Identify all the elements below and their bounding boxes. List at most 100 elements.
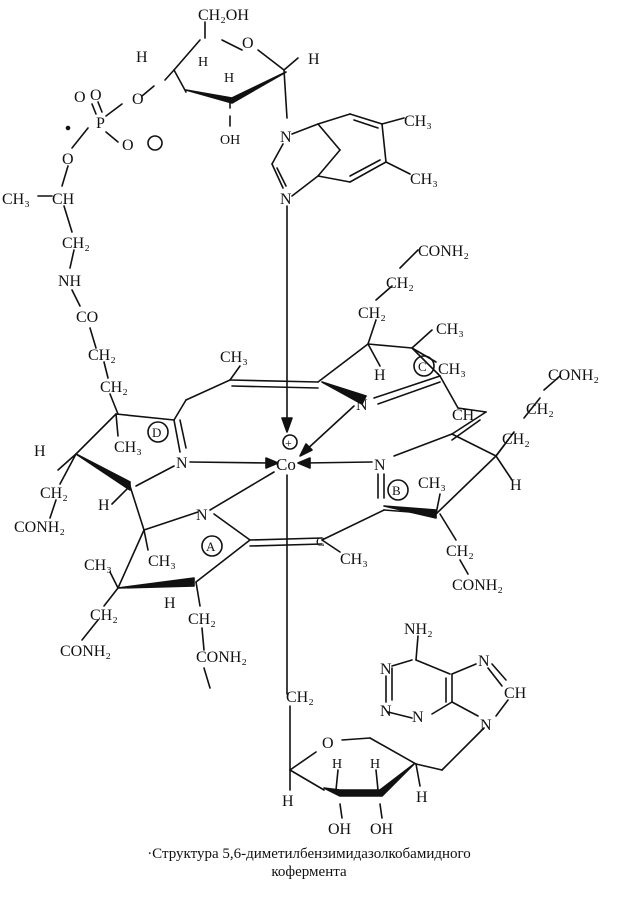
bond [91, 103, 97, 115]
caption-line-1: ·Структура 5,6-диметилбензимидазолкобами… [147, 846, 471, 862]
bond [303, 461, 373, 464]
bond [441, 727, 485, 771]
bond [495, 455, 513, 481]
label-ch3-cd: CH₃ [220, 349, 248, 366]
bond [487, 667, 503, 687]
bond [115, 413, 175, 421]
label-ch3-d: CH₃ [114, 439, 142, 456]
bond [71, 127, 89, 149]
bond [103, 587, 119, 607]
label-bzim-n1: N [280, 129, 292, 146]
label-cobalt-plus: + [285, 436, 292, 450]
label-ribose-o3: O [132, 91, 144, 108]
bond [411, 329, 433, 349]
label-ch2-b-top2: CH₂ [502, 431, 530, 448]
wedge [117, 577, 195, 589]
wedge [75, 453, 131, 491]
label-bzim-ch3-1: CH₃ [404, 113, 432, 130]
label-n-ad4: N [478, 653, 490, 670]
label-n-a: N [196, 507, 208, 524]
arrowhead [265, 457, 279, 469]
label-n-ad3: N [412, 709, 424, 726]
wedge [383, 505, 437, 519]
label-conh2-a1: CONH₂ [60, 643, 111, 660]
bond [367, 319, 377, 345]
label-nh-chain: NH [58, 273, 82, 290]
bond [317, 149, 341, 177]
bond [291, 175, 319, 197]
bond [283, 69, 288, 119]
bond [231, 385, 319, 389]
bond [109, 393, 119, 415]
label-ring-d: D [152, 425, 161, 440]
bond [381, 123, 387, 163]
label-ch2-c: CH₂ [386, 275, 414, 292]
bond [415, 659, 451, 675]
bond [495, 699, 509, 717]
bond [373, 375, 441, 399]
bond [381, 117, 405, 125]
bond [415, 635, 419, 661]
bond [375, 285, 393, 301]
bond [71, 289, 81, 307]
label-n-b: N [374, 457, 386, 474]
bond [59, 453, 77, 485]
label-ribose-h3: H [308, 51, 320, 68]
bond [303, 405, 355, 453]
ominus-circle [147, 135, 163, 151]
label-ch3-c2: CH₃ [438, 361, 466, 378]
bond [229, 365, 241, 381]
bond [289, 769, 325, 791]
bond [317, 113, 351, 125]
bond [491, 663, 507, 681]
wedge [323, 763, 415, 797]
label-ch2-d: CH₂ [40, 485, 68, 502]
bond [61, 165, 69, 187]
label-conh2-c: CONH₂ [418, 243, 469, 260]
bond [367, 343, 413, 349]
bond [451, 433, 497, 457]
bond [379, 803, 383, 819]
bond [377, 381, 441, 405]
label-ribose-h1: H [136, 49, 148, 66]
bond [317, 343, 369, 383]
label-n-d: N [176, 455, 188, 472]
label-ch2-a1: CH₂ [90, 607, 118, 624]
bond [317, 175, 351, 183]
bond [271, 143, 284, 165]
bond [349, 159, 381, 177]
bond [143, 511, 199, 531]
bond [97, 101, 103, 113]
label-h-a: H [164, 595, 176, 612]
label-n-c: N [356, 397, 368, 414]
bond [229, 379, 319, 383]
bond [173, 69, 187, 93]
label-ch-bridge-bc: CH [452, 407, 475, 424]
bond [495, 431, 515, 457]
bond [105, 131, 119, 143]
bond [457, 407, 487, 413]
bond [349, 113, 383, 125]
arrowhead [299, 443, 313, 457]
bond [459, 559, 469, 575]
arrowhead [297, 457, 311, 469]
label-h-d2: H [98, 497, 110, 514]
label-nh2-ad: NH₂ [404, 621, 433, 638]
bond [451, 701, 479, 717]
bond [375, 769, 379, 791]
bond [189, 461, 271, 464]
bond [221, 39, 243, 51]
label-dribose-h1: H [282, 793, 294, 810]
wedge [185, 71, 287, 104]
bond [249, 537, 323, 541]
bond [57, 453, 77, 471]
bond [89, 327, 97, 349]
bond [109, 571, 119, 589]
bond [81, 619, 99, 641]
label-cobalt: Co [276, 455, 296, 474]
label-ch3-ab: CH₃ [340, 551, 368, 568]
bond [164, 69, 175, 81]
bond [195, 539, 251, 583]
label-co-chain: CO [76, 309, 98, 326]
ring-label-circle [201, 535, 223, 557]
